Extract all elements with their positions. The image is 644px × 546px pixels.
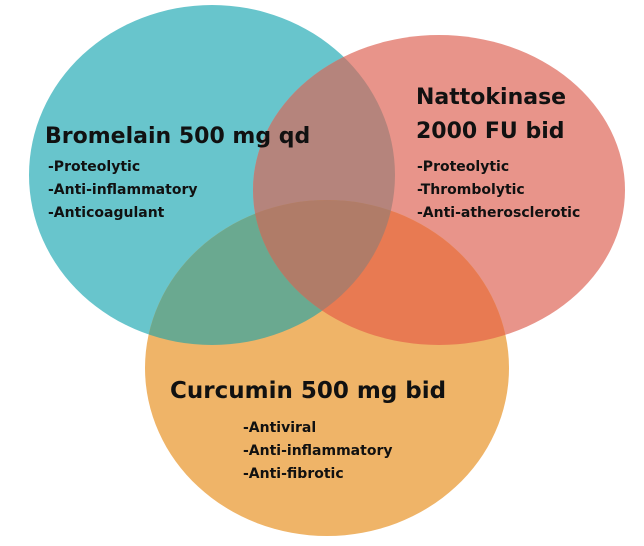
nattokinase-title-line1: Nattokinase [416, 85, 566, 110]
nattokinase-item: -Thrombolytic [417, 182, 525, 198]
nattokinase-item: -Proteolytic [417, 159, 509, 175]
bromelain-item: -Proteolytic [48, 159, 140, 175]
bromelain-title: Bromelain 500 mg qd [45, 124, 310, 149]
bromelain-curcumin-overlap [145, 200, 395, 345]
curcumin-title: Curcumin 500 mg bid [170, 378, 446, 404]
curcumin-item: -Anti-fibrotic [243, 466, 344, 482]
curcumin-item: -Antiviral [243, 420, 316, 436]
nattokinase-item: -Anti-atherosclerotic [417, 205, 580, 221]
curcumin-item: -Anti-inflammatory [243, 443, 392, 459]
nattokinase-title-line2: 2000 FU bid [416, 119, 564, 144]
bromelain-item: -Anti-inflammatory [48, 182, 197, 198]
bromelain-item: -Anticoagulant [48, 205, 165, 221]
nattokinase-curcumin-overlap [253, 200, 509, 345]
